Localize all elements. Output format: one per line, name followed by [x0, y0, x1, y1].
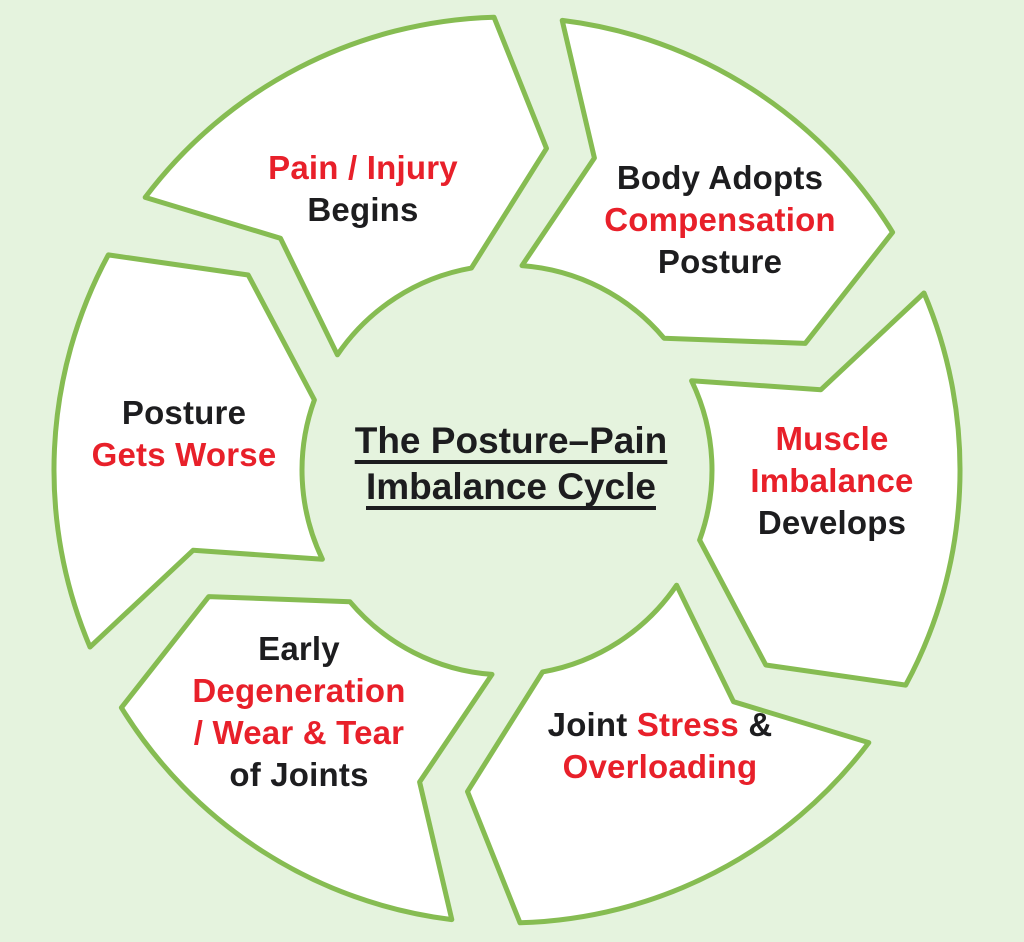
- segment-label-early-degeneration-line1: Early: [192, 628, 405, 670]
- segment-label-muscle-imbalance-line2: Imbalance: [750, 460, 913, 502]
- segment-label-text: Posture: [121, 394, 247, 431]
- segment-label-posture-gets-worse-line1: Posture: [92, 392, 277, 434]
- segment-label-early-degeneration-line3: / Wear & Tear: [192, 712, 405, 754]
- segment-label-text: Overloading: [562, 748, 758, 785]
- segment-label-joint-stress-line2: Overloading: [548, 746, 773, 788]
- segment-label-joint-stress: Joint Stress &Overloading: [548, 704, 773, 788]
- segment-label-pain-injury-line2: Begins: [268, 189, 458, 231]
- segment-label-text: Degeneration: [192, 672, 406, 709]
- segment-label-text: Imbalance: [750, 462, 914, 499]
- segment-label-text: Early: [258, 630, 340, 667]
- segment-label-text: Joint: [547, 706, 637, 743]
- segment-label-text: Stress: [636, 706, 739, 743]
- segment-label-text: Pain / Injury: [268, 149, 458, 186]
- diagram-title-line1: The Posture–Pain: [354, 420, 668, 461]
- segment-label-text: Compensation: [604, 201, 836, 238]
- segment-shape-pain-injury: [142, 14, 549, 358]
- segment-shape-body-compensation: [519, 17, 896, 346]
- segment-shape-muscle-imbalance: [689, 290, 963, 688]
- segment-label-early-degeneration-line2: Degeneration: [192, 670, 405, 712]
- segment-label-text: Gets Worse: [91, 436, 277, 473]
- segment-label-text: Muscle: [775, 420, 889, 457]
- diagram-title-line2: Imbalance Cycle: [366, 466, 656, 507]
- segment-label-posture-gets-worse-line2: Gets Worse: [92, 434, 277, 476]
- segment-label-text: Body Adopts: [616, 159, 824, 196]
- segment-shape-early-degeneration: [118, 594, 495, 923]
- segment-label-pain-injury-line1: Pain / Injury: [268, 147, 458, 189]
- diagram-title: The Posture–Pain Imbalance Cycle: [355, 418, 668, 510]
- segment-label-body-compensation-line3: Posture: [604, 241, 836, 283]
- segment-label-text: of Joints: [229, 756, 369, 793]
- segment-label-muscle-imbalance-line3: Develops: [750, 502, 913, 544]
- segment-label-muscle-imbalance-line1: Muscle: [750, 418, 913, 460]
- segment-shape-joint-stress: [465, 582, 872, 926]
- segment-label-text: Develops: [757, 504, 907, 541]
- segment-label-text: &: [738, 706, 773, 743]
- segment-shape-posture-gets-worse: [51, 252, 325, 650]
- segment-label-joint-stress-line1: Joint Stress &: [548, 704, 773, 746]
- segment-label-text: Begins: [307, 191, 419, 228]
- segment-label-text: Posture: [657, 243, 783, 280]
- segment-label-early-degeneration-line4: of Joints: [192, 754, 405, 796]
- segment-label-text: / Wear & Tear: [193, 714, 405, 751]
- segment-label-body-compensation-line1: Body Adopts: [604, 157, 836, 199]
- segment-label-body-compensation-line2: Compensation: [604, 199, 836, 241]
